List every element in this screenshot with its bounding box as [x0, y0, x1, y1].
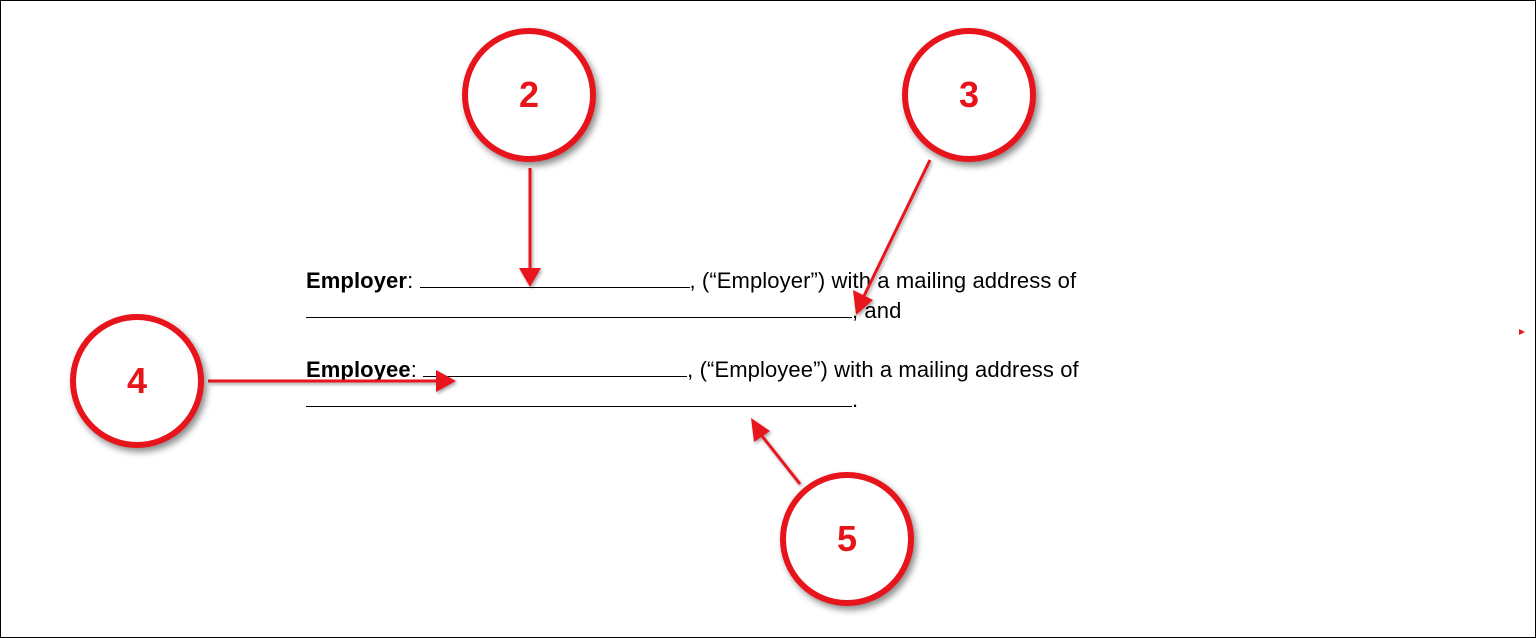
callout-2-number: 2 [518, 74, 540, 115]
employer-address-line: , and [306, 297, 901, 324]
employer-line: Employer: , (“Employer”) with a mailing … [306, 267, 1076, 294]
employer-label: Employer [306, 268, 408, 293]
employee-colon: : [410, 357, 417, 382]
employee-name-blank[interactable] [423, 356, 688, 377]
callout-5-number: 5 [836, 518, 858, 559]
callout-3: 3 [902, 28, 1036, 162]
callout-4-number: 4 [126, 360, 148, 401]
employer-colon: : [407, 268, 414, 293]
employee-line: Employee: , (“Employee”) with a mailing … [306, 356, 1079, 383]
employee-address-blank[interactable] [306, 386, 852, 407]
edge-marker-icon [1519, 329, 1525, 335]
employee-tail: . [852, 387, 859, 412]
employer-tail: , and [852, 298, 902, 323]
callout-5: 5 [780, 472, 914, 606]
employer-name-blank[interactable] [419, 267, 690, 288]
employee-quoted-term: , (“Employee”) with a mailing address of [687, 357, 1079, 382]
callout-2: 2 [462, 28, 596, 162]
callout-4: 4 [70, 314, 204, 448]
employee-label: Employee [306, 357, 411, 382]
callout-3-number: 3 [958, 74, 980, 115]
employee-address-line: . [306, 386, 858, 413]
employer-quoted-term: , (“Employer”) with a mailing address of [689, 268, 1077, 293]
employer-address-blank[interactable] [306, 297, 852, 318]
